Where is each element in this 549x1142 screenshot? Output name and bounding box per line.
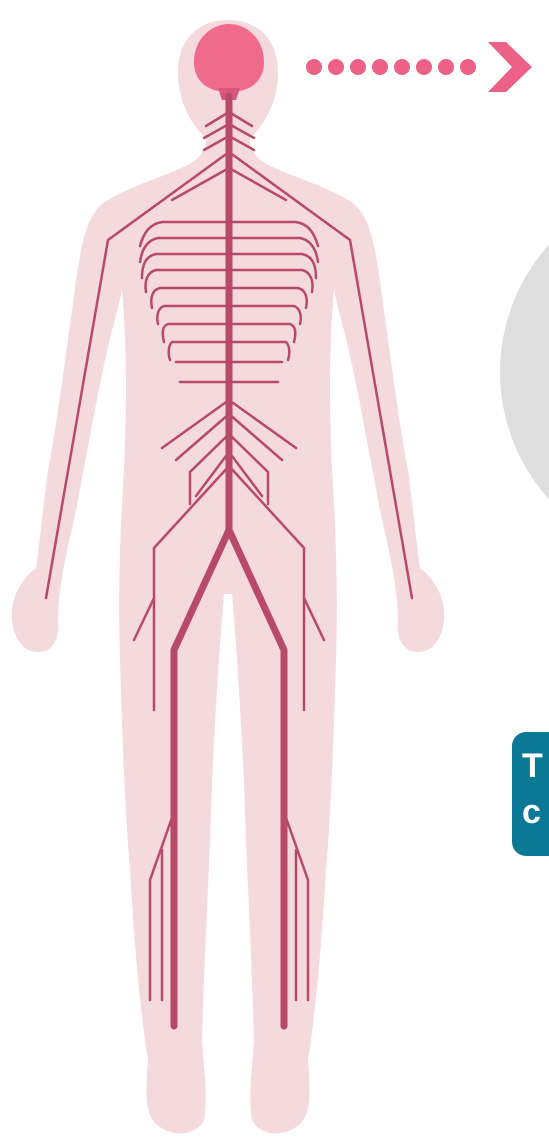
- info-circle: [500, 182, 549, 562]
- info-callout: T c: [512, 732, 549, 856]
- dotted-connector: [306, 59, 476, 75]
- callout-line-2: c: [522, 792, 541, 832]
- chevron-right-icon: [488, 42, 532, 92]
- callout-line-1: T: [522, 746, 543, 786]
